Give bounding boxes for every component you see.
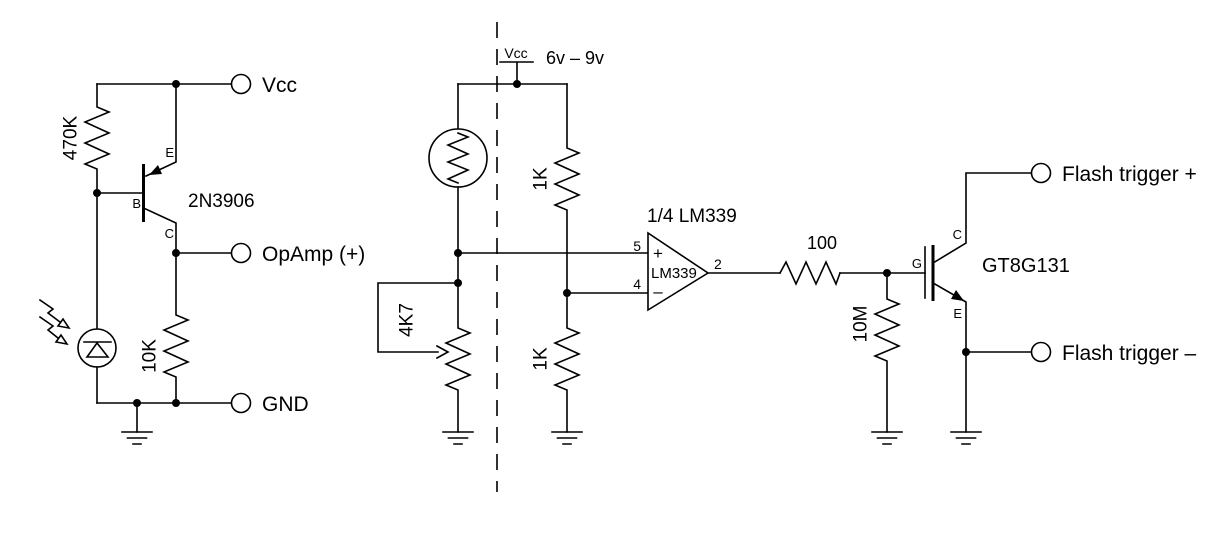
ground-symbol-10m <box>871 431 903 445</box>
flash-trigger-minus-terminal <box>1030 341 1052 363</box>
photoresistor-ldr <box>428 83 488 254</box>
vcc-tick-label: Vcc <box>504 45 527 61</box>
right-section: 10M G C E GT8G131 Flash trigger + Flash … <box>851 162 1197 445</box>
junction-dot <box>172 399 180 407</box>
flash-trigger-plus-label: Flash trigger + <box>1062 163 1197 186</box>
resistor-100 <box>778 260 842 287</box>
emitter-wire <box>144 83 177 178</box>
resistor-4k7-label: 4K7 <box>397 303 418 337</box>
ground-symbol-4k7 <box>442 431 474 445</box>
minus-input-sign: – <box>653 282 663 301</box>
resistor-100-label: 100 <box>807 233 837 253</box>
gnd-terminal <box>230 392 252 414</box>
pin2-label: 2 <box>714 256 722 272</box>
pin4-label: 4 <box>633 276 641 292</box>
comparator-title: 1/4 LM339 <box>647 206 737 227</box>
igbt-emitter-wire <box>931 281 967 433</box>
light-arrow-1-head <box>56 317 71 330</box>
ldr-zigzag <box>445 131 471 185</box>
resistor-1k-top-label: 1K <box>531 167 552 191</box>
junction-dot <box>563 289 571 297</box>
pin5-label: 5 <box>633 238 641 254</box>
junction-dot <box>172 249 180 257</box>
resistor-10k-label: 10K <box>140 339 161 373</box>
emitter-arrow-icon <box>951 290 964 301</box>
collector-wire <box>142 206 177 254</box>
light-arrow-1 <box>38 298 62 324</box>
junction-dot <box>454 279 462 287</box>
potentiometer-4k7: 4K7 <box>377 282 473 433</box>
resistor-10k <box>161 252 191 404</box>
middle-section: Vcc 6v – 9v 4K7 1K 1K 1/4 LM339 <box>377 45 926 445</box>
diode-triangle <box>85 341 110 358</box>
resistor-1k-top <box>552 83 582 294</box>
gnd-terminal-label: GND <box>262 393 309 416</box>
pin-g-label: G <box>912 256 922 271</box>
resistor-470k <box>82 83 112 194</box>
igbt-collector-wire <box>931 172 1033 265</box>
pnp-transistor: E B C 2N3906 <box>132 83 255 254</box>
junction-dot <box>513 80 521 88</box>
resistor-10m-label: 10M <box>851 306 872 343</box>
light-arrows-icon <box>38 298 71 346</box>
comparator-lm339: 1/4 LM339 5 4 + – LM339 2 <box>633 206 781 312</box>
wiper-arrow-icon <box>435 344 450 360</box>
transistor-label: 2N3906 <box>188 191 255 212</box>
light-arrow-2 <box>38 315 60 340</box>
supply-range-label: 6v – 9v <box>546 48 604 68</box>
junction-dot <box>133 399 141 407</box>
pin-b-label: B <box>132 196 141 211</box>
vcc-terminal <box>230 73 252 95</box>
junction-dot <box>93 189 101 197</box>
flash-trigger-minus-label: Flash trigger – <box>1062 342 1197 365</box>
pin-c-label: C <box>165 226 174 241</box>
pin-c-label: C <box>953 227 962 242</box>
igbt-label: GT8G131 <box>982 255 1070 277</box>
ground-symbol-1k <box>551 431 583 445</box>
resistor-470k-label: 470K <box>61 115 82 160</box>
pin-e-label: E <box>165 145 174 160</box>
ground-symbol-left <box>121 431 153 445</box>
igbt-transistor: G C E GT8G131 <box>912 172 1070 433</box>
opamp-terminal-label: OpAmp (+) <box>262 243 365 266</box>
ground-symbol-emitter <box>950 431 982 445</box>
vcc-terminal-label: Vcc <box>262 74 297 97</box>
resistor-4k7 <box>443 282 473 433</box>
comparator-chip-label: LM339 <box>651 265 697 282</box>
left-section: 470K E B C 2N3906 10K <box>38 73 365 445</box>
wiper-loop-wire <box>377 282 459 353</box>
resistor-1k-bottom <box>552 292 582 433</box>
pin-e-label: E <box>953 306 962 321</box>
junction-dot <box>962 348 970 356</box>
resistor-1k-bottom-label: 1K <box>531 347 552 371</box>
photodiode <box>38 192 117 404</box>
junction-dot <box>172 80 180 88</box>
resistor-10m <box>872 272 902 433</box>
light-arrow-2-head <box>54 333 69 346</box>
opamp-terminal <box>230 242 252 264</box>
emitter-arrow-icon <box>149 165 162 175</box>
plus-input-sign: + <box>653 244 663 263</box>
flash-trigger-plus-terminal <box>1030 162 1052 184</box>
comparator-triangle <box>647 231 710 312</box>
junction-dot <box>454 249 462 257</box>
junction-dot <box>883 269 891 277</box>
